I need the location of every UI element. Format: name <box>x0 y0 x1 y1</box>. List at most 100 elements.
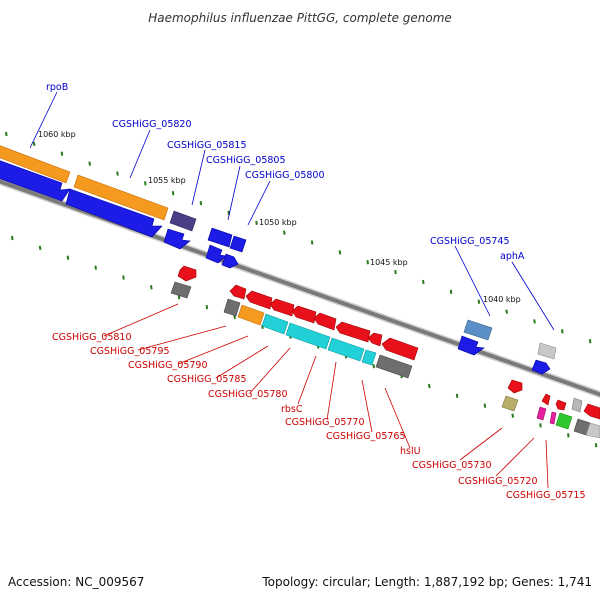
tick-dot <box>94 265 97 270</box>
reverse-feature[interactable] <box>269 298 295 317</box>
gene-label-05795[interactable]: CGSHiGG_05795 <box>90 346 170 357</box>
reverse-feature[interactable] <box>285 322 331 350</box>
gene-label-apha[interactable]: aphA <box>500 251 525 262</box>
tick-dot <box>144 181 147 186</box>
tick-dot <box>199 200 203 206</box>
reverse-feature[interactable] <box>327 337 365 362</box>
reverse-feature[interactable] <box>583 403 600 420</box>
reverse-label-connectors <box>103 303 549 489</box>
forward-feature[interactable] <box>463 319 493 341</box>
tick-dot <box>394 269 397 275</box>
tick-dot <box>372 364 375 369</box>
forward-feature[interactable] <box>169 210 197 232</box>
forward-feature[interactable] <box>221 253 239 269</box>
reverse-feature[interactable] <box>177 265 197 282</box>
forward-feature[interactable] <box>73 174 169 221</box>
reverse-feature[interactable] <box>170 281 192 299</box>
tick-dot <box>449 289 453 294</box>
reverse-feature[interactable] <box>536 406 547 421</box>
gene-label-rbsc[interactable]: rbsC <box>281 404 303 415</box>
tick-dot <box>255 220 258 225</box>
tick-dot <box>533 319 536 324</box>
tick-dot <box>594 443 598 448</box>
gene-label-05720[interactable]: CGSHiGG_05720 <box>458 476 538 487</box>
reverse-feature[interactable] <box>549 411 557 425</box>
forward-feature[interactable] <box>229 235 247 253</box>
forward-feature[interactable] <box>163 228 191 250</box>
tick-dot <box>539 423 542 428</box>
gene-label-05780[interactable]: CGSHiGG_05780 <box>208 389 288 400</box>
forward-feature[interactable] <box>207 227 233 248</box>
tick-dot <box>5 131 8 137</box>
gene-label-rpob[interactable]: rpoB <box>46 82 68 93</box>
gene-label-05765[interactable]: CGSHiGG_05765 <box>326 431 406 442</box>
scale-label-1050: 1050 kbp <box>259 218 297 227</box>
forward-feature[interactable] <box>457 335 485 356</box>
forward-feature[interactable] <box>531 359 551 375</box>
tick-dot <box>205 304 209 310</box>
reverse-feature[interactable] <box>501 395 519 412</box>
tick-dot <box>310 240 314 245</box>
gene-label-05815[interactable]: CGSHiGG_05815 <box>167 140 247 151</box>
accession-text: Accession: NC_009567 <box>8 575 144 589</box>
reverse-feature[interactable] <box>245 290 273 310</box>
gene-label-05770[interactable]: CGSHiGG_05770 <box>285 417 365 428</box>
reverse-feature[interactable] <box>335 321 371 343</box>
gene-label-05800[interactable]: CGSHiGG_05800 <box>245 170 325 181</box>
reverse-feature[interactable] <box>555 399 567 411</box>
tick-marks <box>5 131 598 448</box>
map-title: Haemophilus influenzae PittGG, complete … <box>148 11 452 25</box>
tick-dot <box>455 393 459 398</box>
gene-label-05790[interactable]: CGSHiGG_05790 <box>128 360 208 371</box>
gene-label-05785[interactable]: CGSHiGG_05785 <box>167 374 247 385</box>
reverse-feature[interactable] <box>313 312 337 331</box>
tick-dot <box>66 255 70 260</box>
tick-dot <box>171 191 175 196</box>
reverse-feature[interactable] <box>261 313 289 335</box>
tick-dot <box>60 151 64 156</box>
reverse-feature[interactable] <box>229 284 247 300</box>
reverse-feature[interactable] <box>375 354 413 379</box>
gene-label-05820[interactable]: CGSHiGG_05820 <box>112 119 192 130</box>
tick-dot <box>366 260 369 265</box>
reverse-feature[interactable] <box>223 298 241 317</box>
tick-dot <box>561 329 564 334</box>
gene-label-05805[interactable]: CGSHiGG_05805 <box>206 155 286 166</box>
genome-summary-text: Topology: circular; Length: 1,887,192 bp… <box>261 575 592 589</box>
reverse-feature[interactable] <box>367 332 383 347</box>
gene-label-05745[interactable]: CGSHiGG_05745 <box>430 236 510 247</box>
tick-dot <box>32 141 36 147</box>
tick-dot <box>477 299 481 304</box>
reverse-feature[interactable] <box>555 412 573 430</box>
tick-dot <box>428 383 431 389</box>
tick-dot <box>338 250 342 255</box>
reverse-feature[interactable] <box>291 305 317 324</box>
gene-label-05730[interactable]: CGSHiGG_05730 <box>412 460 492 471</box>
reverse-labels: CGSHiGG_05810 CGSHiGG_05795 CGSHiGG_0579… <box>52 332 586 501</box>
forward-strand-features <box>0 145 557 375</box>
reverse-feature[interactable] <box>585 422 600 439</box>
tick-dot <box>38 245 42 251</box>
forward-feature[interactable] <box>65 188 163 238</box>
scale-label-1045: 1045 kbp <box>370 258 408 267</box>
tick-dot <box>422 279 425 285</box>
reverse-feature[interactable] <box>507 379 523 394</box>
reverse-feature[interactable] <box>571 397 583 413</box>
gene-label-hslu[interactable]: hslU <box>400 446 421 457</box>
reverse-feature[interactable] <box>361 349 377 366</box>
forward-feature[interactable] <box>537 342 557 360</box>
forward-labels: rpoB CGSHiGG_05820 CGSHiGG_05815 CGSHiGG… <box>46 82 525 262</box>
scale-label-1040: 1040 kbp <box>483 295 521 304</box>
tick-dot <box>88 161 91 166</box>
gene-label-05715[interactable]: CGSHiGG_05715 <box>506 490 586 501</box>
forward-label-connectors <box>29 91 555 331</box>
reverse-feature[interactable] <box>381 337 419 361</box>
reverse-feature[interactable] <box>237 304 265 326</box>
reverse-feature[interactable] <box>541 393 551 406</box>
scale-labels: 1060 kbp 1055 kbp 1050 kbp 1045 kbp 1040… <box>38 130 521 304</box>
tick-dot <box>511 413 514 418</box>
forward-feature[interactable] <box>0 145 71 184</box>
gene-label-05810[interactable]: CGSHiGG_05810 <box>52 332 132 343</box>
